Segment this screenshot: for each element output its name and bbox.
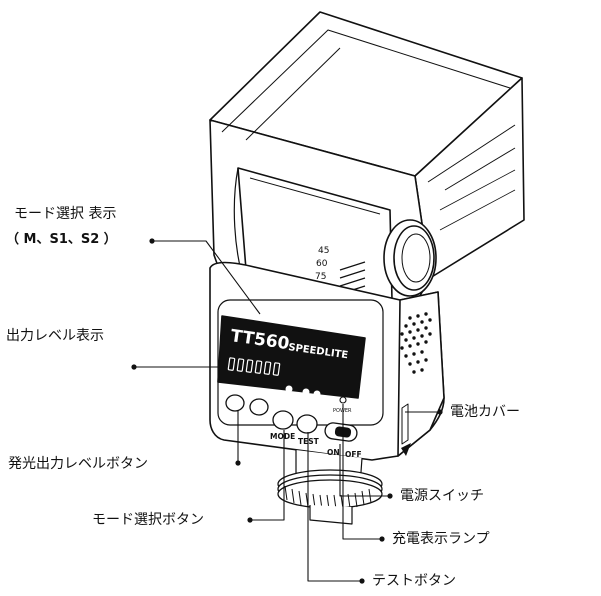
- hot-shoe-foot: [277, 450, 383, 525]
- panel-labels: POWER MODE TEST ON OFF: [270, 408, 362, 459]
- callout-charge-lamp: 充電表示ランプ: [392, 531, 490, 547]
- scale-60: 60: [316, 259, 328, 269]
- callout-power-level-display: 出力レベル表示: [6, 328, 104, 344]
- callout-battery-cover: 電池カバー: [450, 404, 520, 420]
- lcd-segments: [227, 357, 281, 376]
- callout-mode-select-button: モード選択ボタン: [92, 512, 204, 528]
- callout-flash-power-button: 発光出力レベルボタン: [8, 456, 148, 472]
- lcd-panel: [217, 315, 366, 399]
- buttons: [225, 385, 358, 442]
- scale-45: 45: [318, 246, 329, 256]
- test-button-label: TEST: [298, 437, 320, 446]
- callout-power-switch: 電源スイッチ: [400, 488, 484, 504]
- off-label: OFF: [345, 450, 362, 459]
- leader-dots: [131, 238, 443, 584]
- callout-mode-display: モード選択 表示: [14, 206, 117, 222]
- power-led-label: POWER: [333, 408, 352, 414]
- callout-mode-display-options: （ M、S1、S2 ）: [6, 232, 117, 247]
- indicator-s1: S1: [301, 397, 309, 404]
- battery-cover: [401, 403, 411, 456]
- mode-button-label: MODE: [270, 432, 295, 441]
- scale-75: 75: [315, 272, 326, 282]
- speaker-vents: [400, 312, 432, 374]
- mode-indicator-labels: M S1 S2: [286, 394, 320, 406]
- head-scale: 45 60 75: [315, 246, 329, 282]
- indicator-s2: S2: [312, 399, 320, 406]
- indicator-m: M: [286, 394, 291, 401]
- leader-lines: [134, 240, 440, 582]
- on-label: ON: [327, 448, 340, 457]
- callout-test-button: テストボタン: [372, 573, 456, 589]
